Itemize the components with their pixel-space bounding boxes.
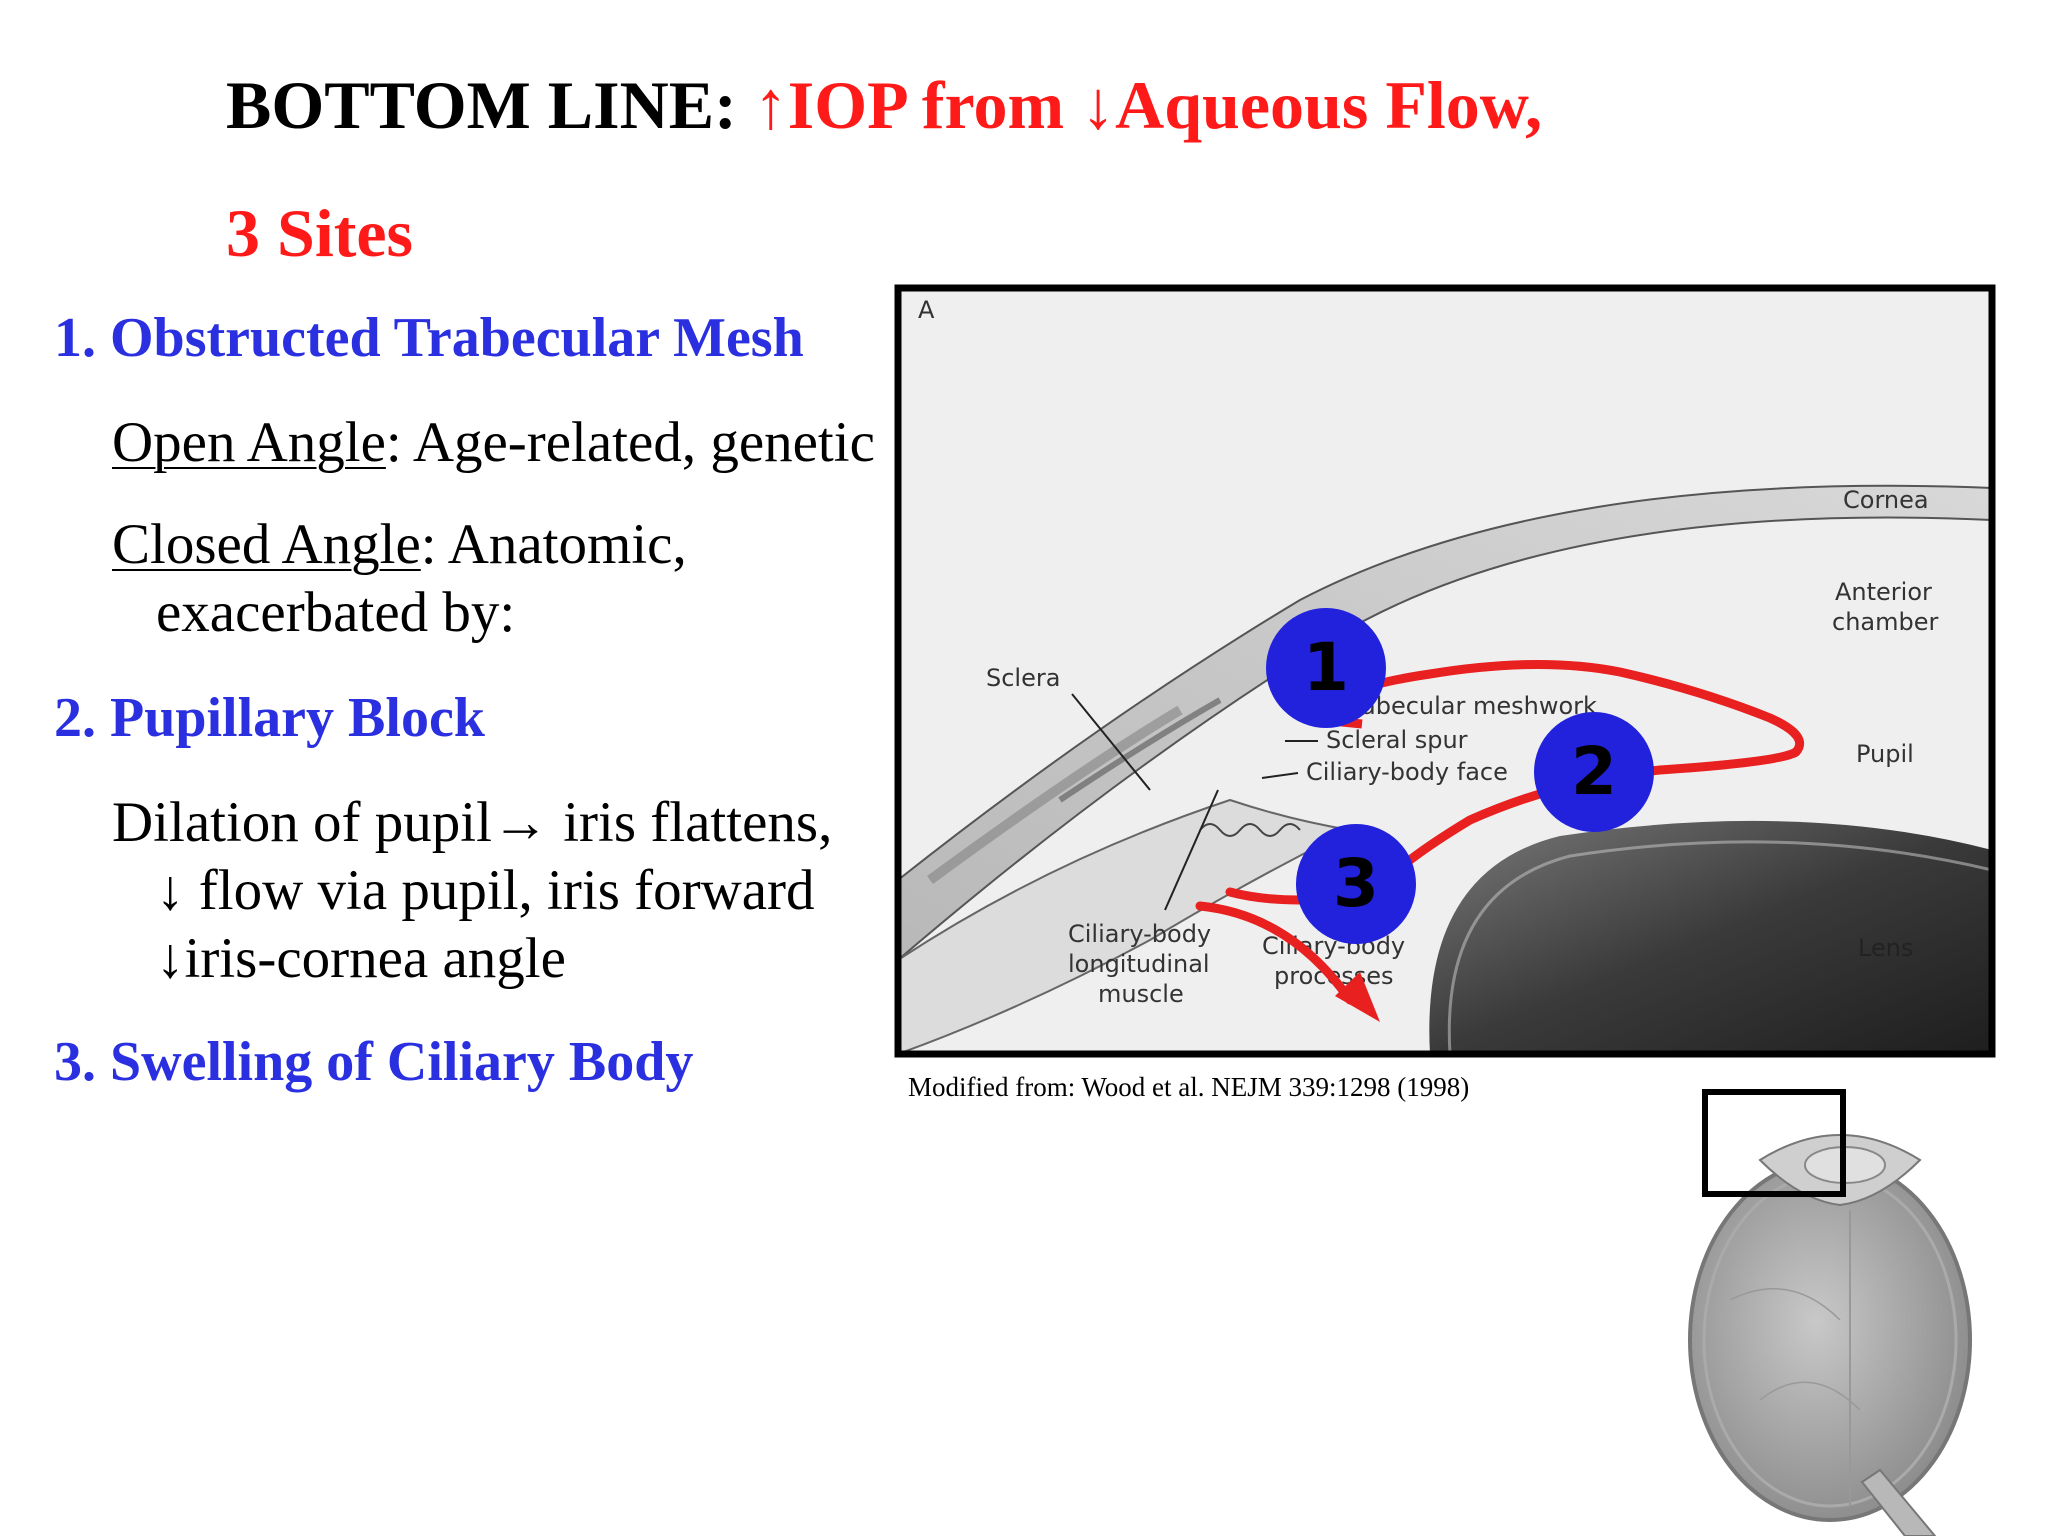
open-angle-text: : Age-related, genetic [385, 411, 875, 474]
title-iop: IOP from [787, 67, 1082, 143]
flow-arrowhead-icon [1335, 972, 1380, 1022]
item-heading-2: 2. Pupillary Block [54, 687, 485, 749]
marker-1 [1266, 608, 1386, 728]
marker-3-label: 3 [1333, 845, 1379, 922]
title-prefix: BOTTOM LINE: [226, 67, 754, 143]
open-angle-line: Open Angle: Age-related, genetic [112, 410, 875, 475]
item-heading-1: 1. Obstructed Trabecular Mesh [54, 307, 804, 369]
aqueous-flow-path-lower [1195, 887, 1355, 1005]
figure-frame [894, 284, 1996, 1058]
label-scleral-spur: Scleral spur [1326, 726, 1468, 754]
label-pupil: Pupil [1856, 740, 1914, 768]
closed-angle-text: : Anatomic, [420, 513, 687, 576]
label-muscle-3: muscle [1098, 980, 1184, 1008]
label-muscle-1: Ciliary-body [1068, 920, 1211, 948]
label-anterior-2: chamber [1832, 608, 1938, 636]
marker-3 [1296, 824, 1416, 944]
label-trabecular: Trabecular meshwork [1339, 692, 1597, 720]
label-anterior-1: Anterior [1835, 578, 1932, 606]
zoom-box [1702, 1089, 1846, 1197]
closed-angle-label: Closed Angle [112, 513, 421, 576]
face-pointer [1261, 772, 1299, 779]
open-angle-label: Open Angle [112, 411, 386, 474]
title-aqueous: Aqueous Flow, [1115, 67, 1543, 143]
up-arrow-icon: ↑ [753, 67, 788, 143]
label-cornea: Cornea [1843, 486, 1929, 514]
label-ciliary-face: Ciliary-body face [1306, 758, 1508, 786]
title-sites: 3 Sites [226, 195, 413, 271]
marker-2-label: 2 [1571, 733, 1617, 810]
marker-1-label: 1 [1303, 629, 1349, 706]
label-lens: Lens [1858, 934, 1913, 962]
pupillary-line-2: ↓ flow via pupil, iris forward [156, 859, 815, 922]
pupillary-line-3: ↓iris-cornea angle [156, 927, 566, 990]
figure-caption: Modified from: Wood et al. NEJM 339:1298… [908, 1072, 1470, 1102]
label-muscle-2: longitudinal [1068, 950, 1210, 978]
item-heading-3: 3. Swelling of Ciliary Body [54, 1031, 694, 1093]
closed-angle-line: Closed Angle: Anatomic, [112, 512, 687, 577]
closed-angle-line2: exacerbated by: [156, 581, 516, 644]
panel-letter: A [918, 296, 935, 324]
down-arrow-icon: ↓ [1081, 67, 1116, 143]
muscle-pointer [1164, 789, 1219, 911]
sclera-pointer [1071, 693, 1151, 791]
pupillary-line-1: Dilation of pupil→ iris flattens, [112, 791, 833, 854]
label-sclera: Sclera [986, 664, 1060, 692]
slide-title: BOTTOM LINE: ↑IOP from ↓Aqueous Flow, [226, 66, 1542, 145]
marker-2 [1534, 712, 1654, 832]
